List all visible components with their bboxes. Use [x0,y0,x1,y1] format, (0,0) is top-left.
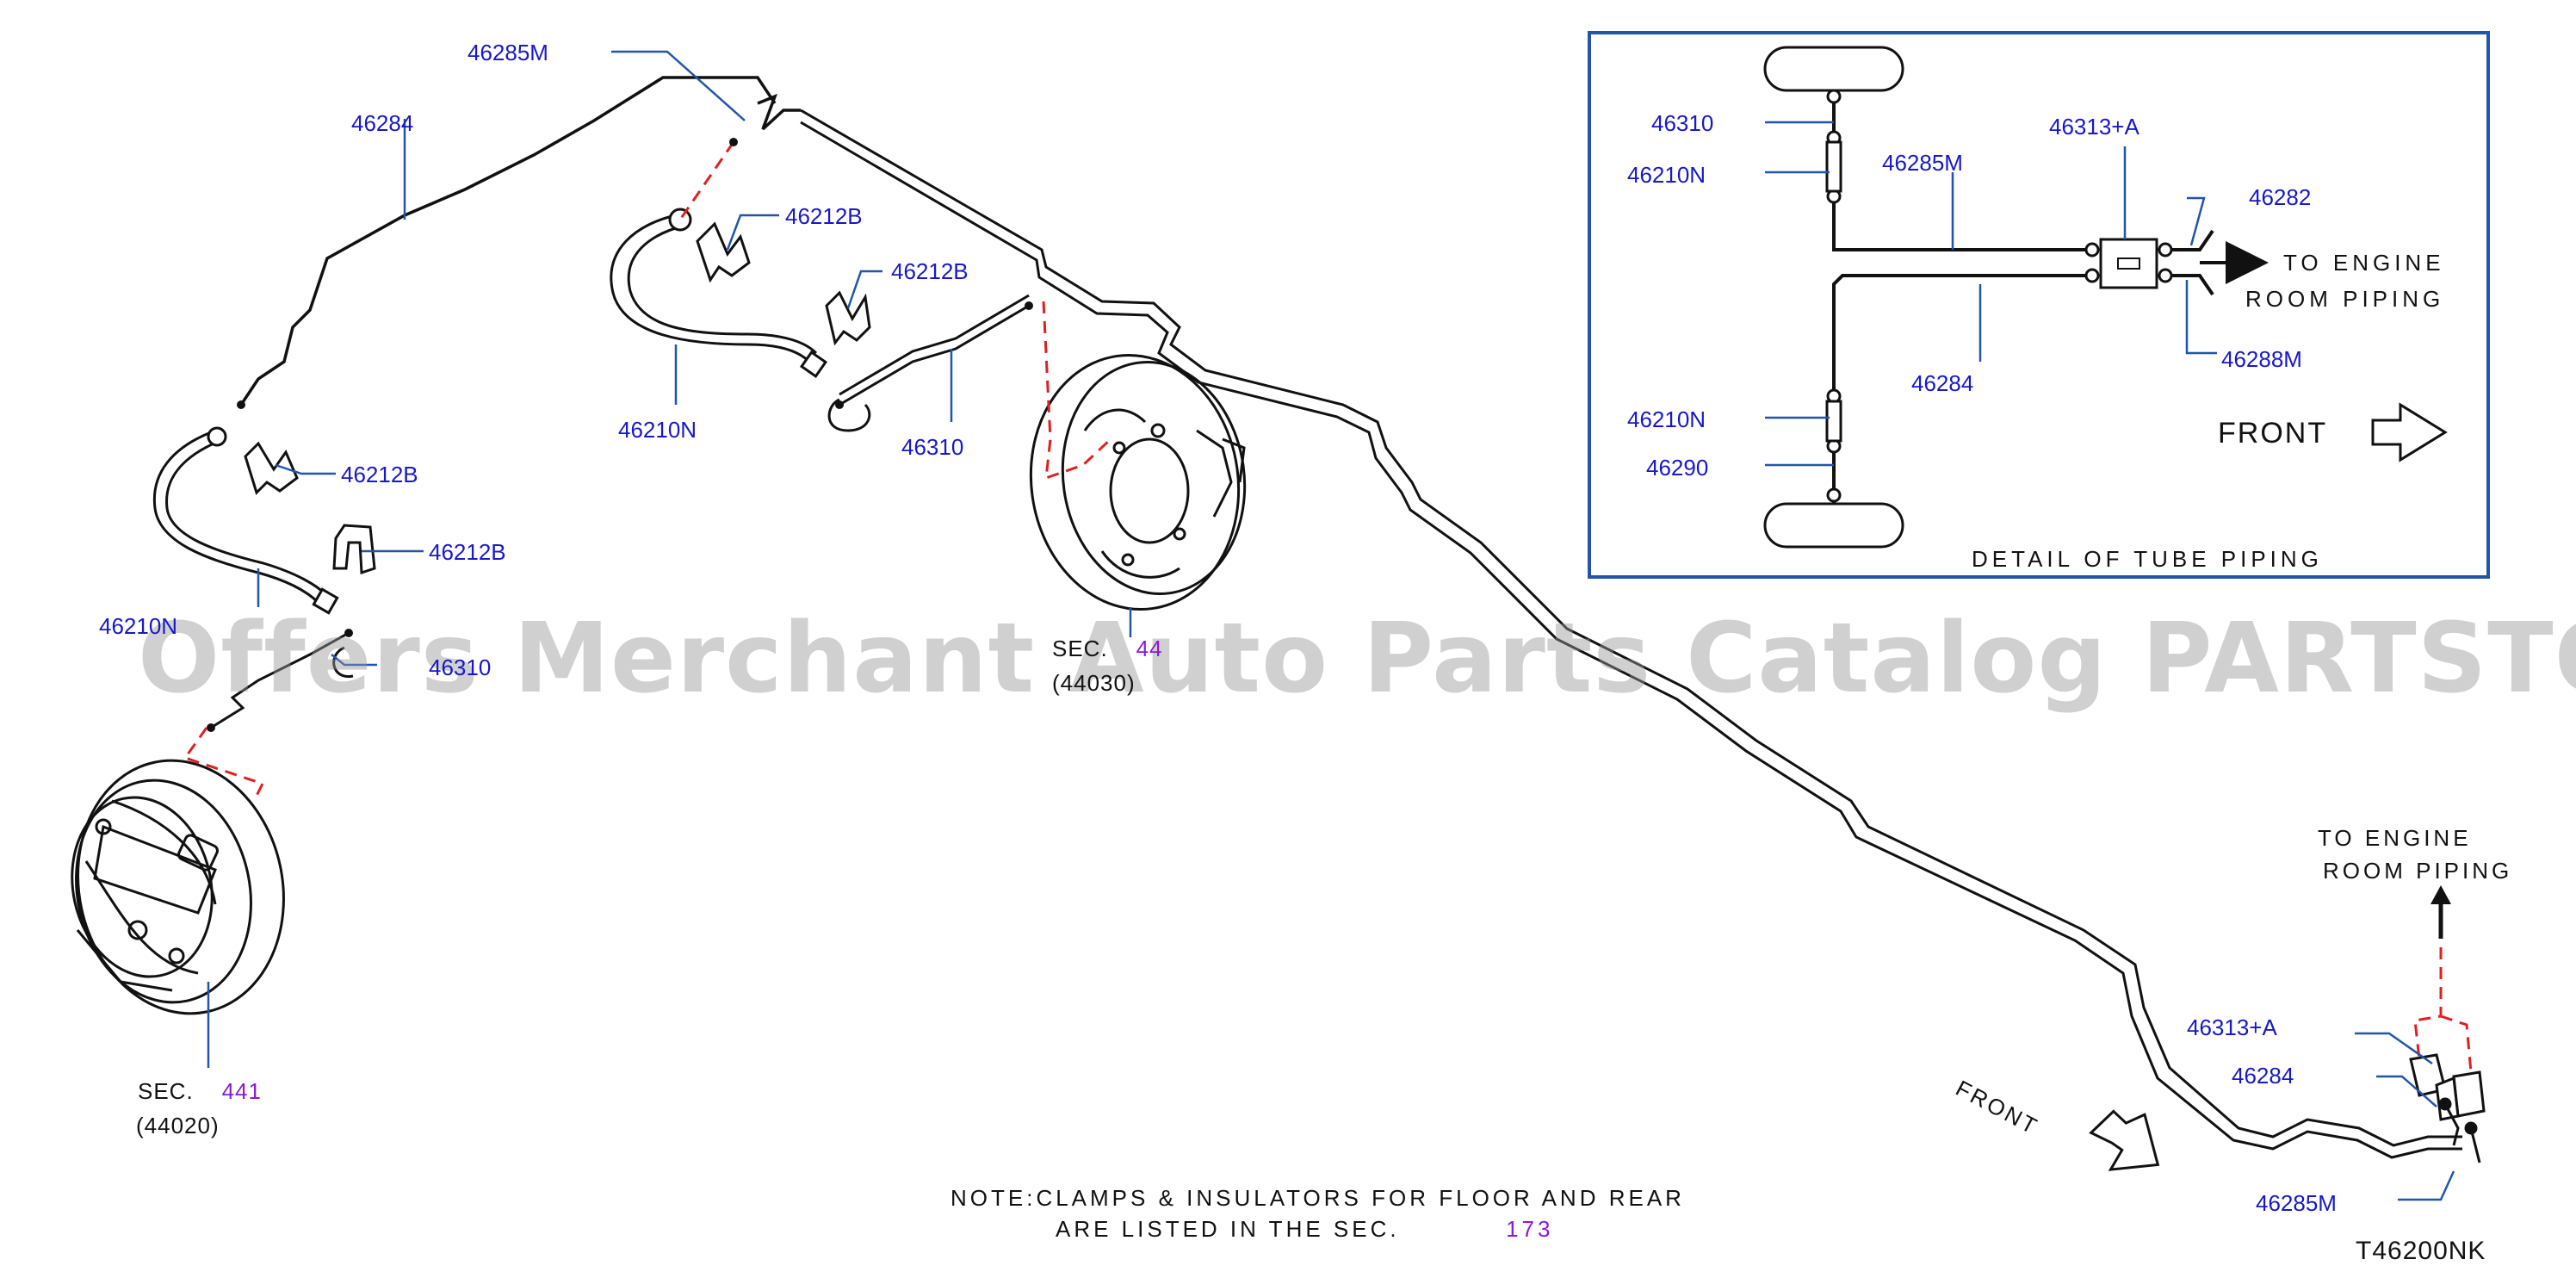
callout-46285M-right[interactable]: 46285M [2256,1190,2337,1216]
rear-disc-plate [1029,353,1247,611]
tube-left-lower [210,631,354,729]
detail-46210N-top[interactable]: 46210N [1627,162,1706,188]
diagram-code: T46200NK [2356,1237,2486,1265]
watermark: Offers Merchant Auto Parts Catalog PARTS… [138,603,2576,715]
callout-46313A-right[interactable]: 46313+A [2187,1014,2277,1040]
to-engine-line2: ROOM PIPING [2323,858,2513,884]
detail-46284[interactable]: 46284 [1911,370,1974,396]
sec-prefix: SEC. [1052,636,1108,661]
callout-46210N-mid[interactable]: 46210N [618,417,697,443]
detail-46313A[interactable]: 46313+A [2049,114,2139,140]
detail-box [1588,31,2490,579]
detail-to-engine-line1: TO ENGINE [2283,250,2445,276]
callout-46210N-left[interactable]: 46210N [99,613,178,639]
detail-46282[interactable]: 46282 [2249,184,2312,210]
callout-46212B-3[interactable]: 46212B [341,462,418,487]
hose-left [152,426,339,615]
callout-46285M-top[interactable]: 46285M [468,40,548,65]
detail-46290[interactable]: 46290 [1646,455,1709,481]
sec-rear-disc-code: (44030) [1052,670,1136,696]
callout-46310-mid[interactable]: 46310 [901,434,964,460]
note-line2-text: ARE LISTED IN THE SEC. [1056,1216,1400,1242]
detail-46288M[interactable]: 46288M [2221,346,2302,372]
callout-46212B-1[interactable]: 46212B [785,203,863,229]
detail-46285M[interactable]: 46285M [1882,150,1963,176]
sec-rear-drum-code: (44020) [136,1113,220,1138]
connection-dots [207,138,1033,732]
callout-46284-right[interactable]: 46284 [2232,1063,2294,1089]
main-brake-tube [800,109,2462,1159]
sec-rear-disc: SEC. 44 [1052,637,1163,660]
detail-front-label: FRONT [2218,417,2328,450]
callout-46212B-2[interactable]: 46212B [891,258,969,284]
to-engine-line1: TO ENGINE [2318,825,2472,851]
detail-to-engine-line2: ROOM PIPING [2245,286,2445,312]
clip-46212B-1 [696,221,751,283]
detail-46210N-bot[interactable]: 46210N [1627,406,1706,432]
rear-drum-brake [71,759,285,1015]
junction-block [2409,1053,2486,1163]
front-arrow [2089,1109,2160,1171]
clip-46212B-3 [244,441,299,495]
detail-title: DETAIL OF TUBE PIPING [1972,546,2323,572]
sec-prefix: SEC. [138,1078,194,1104]
clip-46212B-2 [825,290,871,346]
callout-46212B-4[interactable]: 46212B [429,539,506,565]
note-sec-ref-173[interactable]: 173 [1506,1216,1554,1242]
sec-rear-drum: SEC. 441 [138,1080,262,1102]
hose-middle [610,208,828,379]
sec-ref-441[interactable]: 441 [221,1078,262,1104]
callout-46284-top[interactable]: 46284 [351,110,414,136]
tube-46310 [827,294,1030,432]
note-line1: NOTE:CLAMPS & INSULATORS FOR FLOOR AND R… [951,1185,1685,1211]
clip-46212B-4 [332,524,376,575]
red-dashed-links [183,141,2473,1073]
leader-lines [207,50,2455,1201]
detail-46310[interactable]: 46310 [1651,110,1714,136]
note-line2: ARE LISTED IN THE SEC. 173 [1056,1218,1553,1240]
sec-ref-44[interactable]: 44 [1136,636,1163,661]
callout-46310-left[interactable]: 46310 [429,655,492,680]
arrow-to-engine-right [2430,885,2451,939]
